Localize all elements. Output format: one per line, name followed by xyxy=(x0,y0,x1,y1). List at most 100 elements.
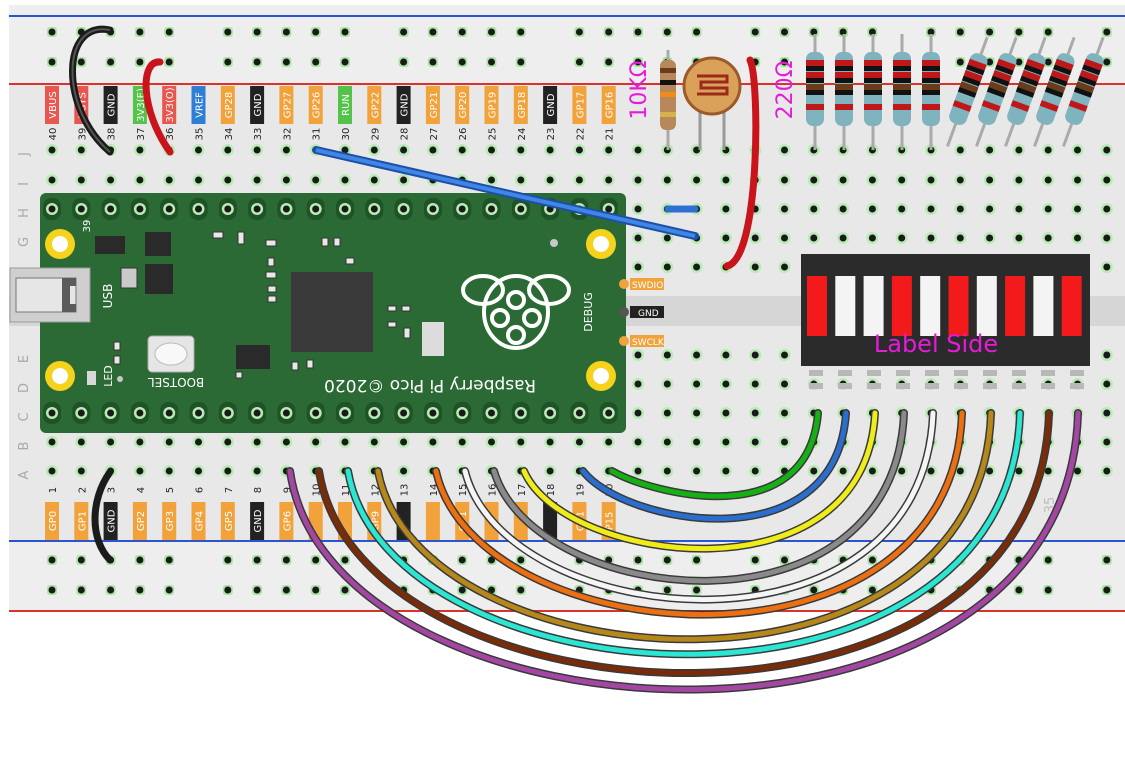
resistor-band xyxy=(1024,64,1043,76)
resistor-band xyxy=(1019,75,1039,87)
pin-name-bottom: GND xyxy=(253,509,264,532)
pin-label-bg xyxy=(367,86,382,124)
r10k-band-3 xyxy=(660,92,676,97)
pin-label-bg xyxy=(132,502,147,540)
rail-hole-center xyxy=(312,58,320,66)
led-segment xyxy=(863,276,884,336)
terminal-hole-center xyxy=(927,234,935,242)
led-leg xyxy=(809,383,823,389)
rail-hole-center xyxy=(458,58,466,66)
rail-hole-center xyxy=(1044,58,1052,66)
terminal-hole-center xyxy=(77,467,85,475)
wire-gray xyxy=(491,410,907,584)
led-segment xyxy=(976,276,997,336)
rail-hole-center xyxy=(224,586,232,594)
pin-label-bg xyxy=(425,86,440,124)
led-leg xyxy=(925,383,939,389)
rail-hole-center xyxy=(165,28,173,36)
rail-hole-center xyxy=(458,586,466,594)
pin-label-bg xyxy=(45,502,59,540)
rail-hole-center xyxy=(927,28,935,36)
resistor-220 xyxy=(1033,36,1076,147)
terminal-hole-center xyxy=(575,146,583,154)
rail-hole-center xyxy=(517,586,525,594)
pico-pin-center xyxy=(341,205,349,213)
terminal-hole-center xyxy=(751,351,759,359)
resistor-band xyxy=(864,104,882,110)
resistor-band xyxy=(963,70,983,82)
rail-hole-center xyxy=(48,28,56,36)
pin-label-bg xyxy=(74,502,89,540)
terminal-hole-center xyxy=(1015,146,1023,154)
resistor-220 xyxy=(946,36,989,147)
terminal-hole-center xyxy=(634,438,642,446)
terminal-hole-center xyxy=(341,146,349,154)
pico-pin-center xyxy=(165,409,173,417)
pico-pin-center xyxy=(341,409,349,417)
terminal-hole-center xyxy=(898,467,906,475)
terminal-hole-center xyxy=(722,351,730,359)
resistor-band xyxy=(864,60,882,66)
terminal-hole-center xyxy=(956,467,964,475)
terminal-hole-center xyxy=(693,467,701,475)
pin-number-bottom: 16 xyxy=(488,484,499,497)
pin-name-bottom: GP4 xyxy=(195,511,206,531)
rail-hole-center xyxy=(165,58,173,66)
photoresistor xyxy=(682,56,742,150)
led-segments xyxy=(807,276,1084,389)
rail-hole-center xyxy=(1044,556,1052,564)
terminal-hole-center xyxy=(605,146,613,154)
resistor-band xyxy=(1082,64,1101,76)
rail-hole-center xyxy=(429,58,437,66)
resistor-band xyxy=(995,64,1014,76)
resistor-220 xyxy=(806,34,824,150)
smd-component xyxy=(267,285,277,293)
terminal-hole-center xyxy=(517,438,525,446)
pin-name-top: GP22 xyxy=(370,92,381,119)
resistor-band xyxy=(988,81,1008,94)
pin-label-bg xyxy=(601,86,616,124)
label-side-text: Label Side xyxy=(874,330,998,358)
resistor-band xyxy=(952,100,972,112)
resistor-band xyxy=(1021,70,1041,82)
pin-label-bg xyxy=(308,86,323,124)
pin-number-bottom: 14 xyxy=(429,484,440,497)
rail-hole-center xyxy=(224,28,232,36)
resistor-band xyxy=(893,104,911,110)
rail-hole-center xyxy=(400,58,408,66)
bootsel-button xyxy=(154,342,188,366)
terminal-hole-center xyxy=(546,176,554,184)
terminal-hole-center xyxy=(136,146,144,154)
pico-pin-center xyxy=(370,409,378,417)
pin-name-top: VSYS xyxy=(77,92,88,118)
terminal-hole-center xyxy=(195,438,202,446)
pin-number-top: 32 xyxy=(282,128,293,141)
rail-hole-center xyxy=(136,58,144,66)
rail-hole-center xyxy=(77,58,85,66)
terminal-hole-center xyxy=(312,438,320,446)
pin-name-bottom: GP6 xyxy=(282,511,293,531)
resistor-band xyxy=(806,66,824,71)
terminal-hole-center xyxy=(282,438,290,446)
pin-label-bg xyxy=(250,502,265,540)
resistor-band xyxy=(961,75,981,87)
pin-label-bg xyxy=(191,502,206,540)
terminal-hole-center xyxy=(1103,351,1111,359)
rail-hole-center xyxy=(165,556,173,564)
led-leg xyxy=(983,370,997,376)
led-segment xyxy=(807,276,827,336)
terminal-hole-center xyxy=(1103,438,1111,446)
terminal-hole-center xyxy=(634,234,642,242)
terminal-hole-center xyxy=(575,438,583,446)
terminal-hole-center xyxy=(136,467,144,475)
pico-pin-center xyxy=(488,205,495,213)
wire-black-top-core xyxy=(71,28,111,153)
resistor-band xyxy=(922,90,940,95)
led-segment xyxy=(1005,276,1026,336)
crystal xyxy=(120,267,138,289)
rail-hole-center xyxy=(1015,586,1023,594)
pico-pin-center xyxy=(546,409,554,417)
rail-hole-center xyxy=(341,556,349,564)
led-leg xyxy=(983,383,997,389)
